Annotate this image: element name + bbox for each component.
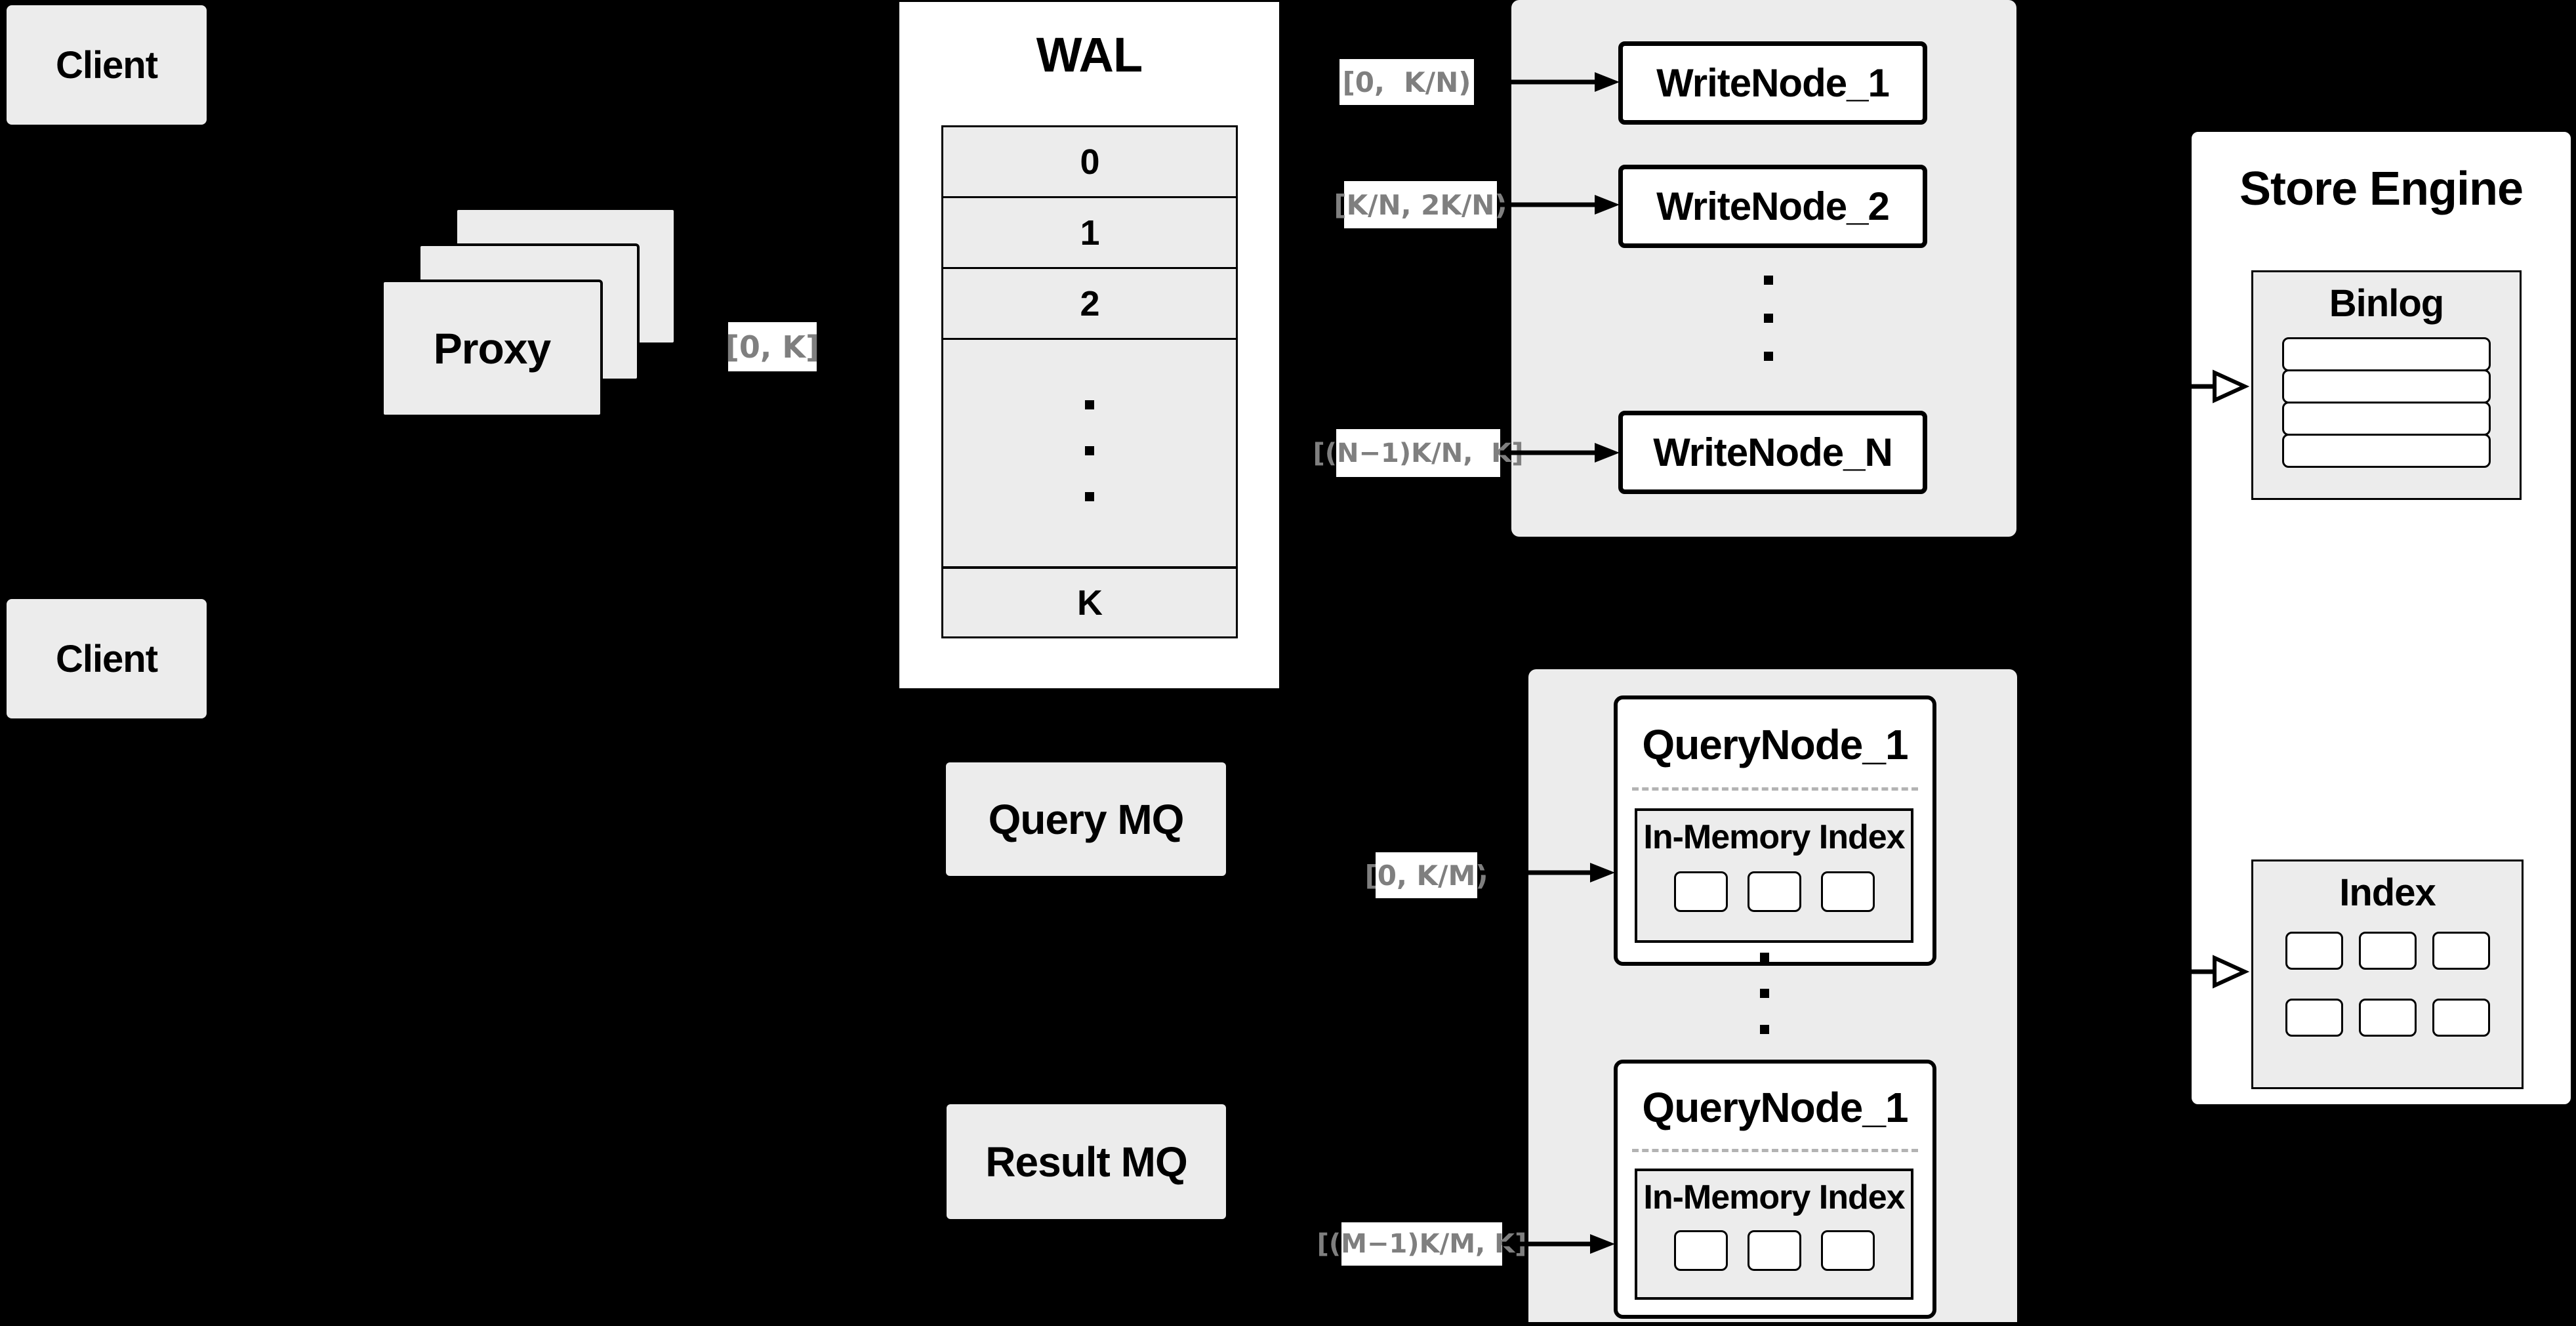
index-tile — [2432, 932, 2490, 970]
store-engine-title: Store Engine — [2239, 163, 2524, 215]
range-chip-proxy: [0, K] — [726, 322, 819, 371]
binlog-row — [2282, 402, 2491, 436]
index-tile — [2285, 932, 2343, 970]
index-tile-row — [2253, 999, 2522, 1037]
write-node-1: WriteNode_1 — [1618, 41, 1927, 125]
arrow-to-query-node-1 — [1477, 863, 1615, 882]
query-node-1: QueryNode_1 In-Memory Index — [1614, 695, 1936, 966]
index-tile — [1820, 1230, 1875, 1271]
wal-segment-row: 0 — [943, 127, 1236, 198]
vertical-ellipsis-icon — [1764, 276, 1773, 361]
arrow-to-binlog — [2152, 369, 2250, 404]
range-chip-write-2: [K/N, 2K/N) — [1334, 181, 1507, 228]
index-tile — [1820, 871, 1875, 912]
in-memory-index-title: In-Memory Index — [1643, 818, 1905, 856]
dashed-divider — [1632, 787, 1918, 791]
wal-segment-row: 1 — [943, 198, 1236, 269]
query-mq-box: Query MQ — [946, 762, 1226, 876]
wal-segment-row: 2 — [943, 269, 1236, 340]
index-tile-row — [2253, 932, 2522, 970]
result-mq-box: Result MQ — [947, 1104, 1226, 1219]
query-node-title: QueryNode_1 — [1642, 1084, 1908, 1131]
write-node-label: WriteNode_1 — [1656, 61, 1890, 105]
range-chip-write-n: [(N−1)K/N, K] — [1313, 429, 1524, 477]
range-chip-query-first: [0, K/M) — [1365, 852, 1488, 898]
wal-title: WAL — [1036, 28, 1143, 82]
query-node-title: QueryNode_1 — [1642, 721, 1908, 768]
query-mq-label: Query MQ — [988, 795, 1185, 843]
in-memory-index-title: In-Memory Index — [1643, 1178, 1905, 1216]
write-node-label: WriteNode_N — [1653, 430, 1893, 474]
write-node-label: WriteNode_2 — [1656, 184, 1890, 228]
arrow-to-write-node-n — [1500, 443, 1620, 463]
wal-box: WAL 0 1 2 K — [897, 0, 1281, 690]
binlog-row — [2282, 369, 2491, 404]
proxy-box: Proxy — [381, 280, 603, 417]
index-tile — [1747, 1230, 1801, 1271]
client-box-top: Client — [7, 5, 207, 125]
arrow-to-write-node-1 — [1474, 72, 1620, 92]
binlog-box: Binlog — [2251, 270, 2522, 500]
in-memory-index-box: In-Memory Index — [1635, 808, 1913, 943]
arrow-to-write-node-2 — [1497, 195, 1620, 215]
range-chip-write-1: [0, K/N) — [1339, 59, 1474, 105]
index-title: Index — [2339, 871, 2436, 914]
index-box: Index — [2251, 860, 2524, 1089]
index-tile — [1673, 871, 1728, 912]
binlog-rows — [2282, 337, 2491, 468]
client-label: Client — [55, 637, 158, 680]
vertical-ellipsis-icon — [1760, 953, 1769, 1034]
index-tile — [1673, 1230, 1728, 1271]
arrow-to-query-node-m — [1502, 1234, 1615, 1254]
binlog-row — [2282, 434, 2491, 468]
index-tile — [2358, 932, 2417, 970]
query-node-m: QueryNode_1 In-Memory Index — [1614, 1060, 1936, 1319]
vertical-ellipsis-icon — [943, 400, 1236, 501]
index-tile — [2358, 999, 2417, 1037]
store-engine-box: Store Engine Binlog Index — [2189, 129, 2573, 1107]
index-tile-row — [1637, 871, 1911, 912]
wal-ellipsis-row — [943, 340, 1236, 569]
index-tile — [2432, 999, 2490, 1037]
result-mq-label: Result MQ — [985, 1138, 1187, 1186]
index-tile-row — [1637, 1230, 1911, 1271]
arrow-to-index — [2152, 955, 2250, 989]
write-node-n: WriteNode_N — [1618, 411, 1927, 494]
index-tile — [2285, 999, 2343, 1037]
index-tile — [1747, 871, 1801, 912]
wal-table: 0 1 2 K — [941, 125, 1238, 638]
proxy-label: Proxy — [433, 324, 551, 373]
client-box-bottom: Client — [7, 599, 207, 718]
range-chip-query-last: [(M−1)K/M, K] — [1317, 1222, 1526, 1266]
binlog-row — [2282, 337, 2491, 371]
wal-segment-row: K — [943, 569, 1236, 636]
write-node-2: WriteNode_2 — [1618, 165, 1927, 248]
binlog-title: Binlog — [2329, 282, 2444, 325]
dashed-divider — [1632, 1149, 1918, 1152]
client-label: Client — [55, 43, 158, 87]
in-memory-index-box: In-Memory Index — [1635, 1169, 1913, 1300]
